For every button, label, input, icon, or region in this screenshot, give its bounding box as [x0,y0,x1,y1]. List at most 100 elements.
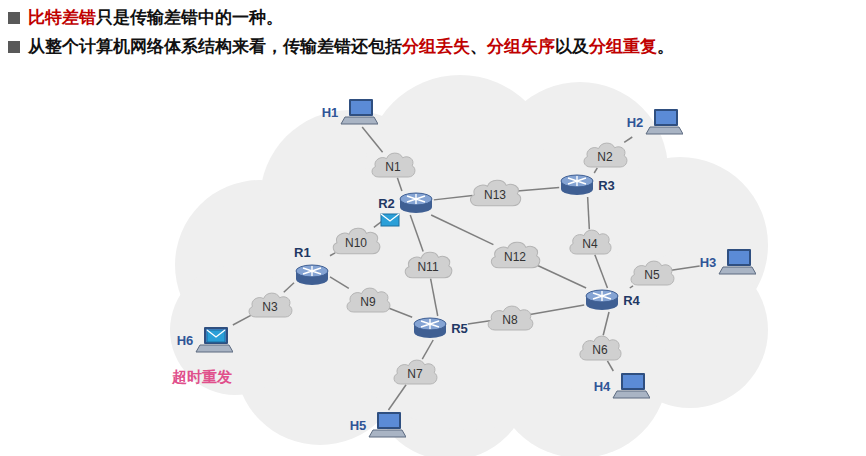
host-label: H3 [700,255,717,270]
host-node: H1 [322,97,379,127]
network-cloud: N10 [330,224,382,258]
link-line [468,321,490,324]
link-line [387,307,412,317]
network-label: N6 [592,340,607,357]
link-line [431,279,438,316]
link-line [362,127,382,152]
bullet-square [8,41,20,53]
link-line [397,178,402,191]
laptop-icon [718,247,756,277]
highlight-term: 分组丢失 [402,35,470,58]
host-label: H4 [594,379,611,394]
body-text: 以及 [555,35,589,58]
link-line [603,312,609,335]
network-cloud: N9 [344,284,392,316]
network-label: N9 [360,292,375,309]
body-text: 只是传输差错中的一种。 [96,6,283,29]
network-label: N5 [644,265,659,282]
router-node: R4 [584,288,640,312]
network-label: N4 [582,234,597,251]
router-label: R2 [378,196,395,211]
link-line [594,168,597,173]
bullet-line: 比特差错只是传输差错中的一种。 [8,6,283,29]
router-icon [294,263,330,287]
router-icon [398,191,434,215]
link-line [330,253,335,256]
network-cloud: N1 [369,149,417,181]
network-label: N10 [345,233,367,250]
laptop-icon [612,371,650,401]
link-line [537,265,587,288]
link-line [630,286,633,288]
router-node: R2 [378,191,434,215]
host-node: H4 [594,371,651,401]
network-label: N1 [385,157,400,174]
host-label: H2 [627,115,644,130]
link-line [410,215,423,251]
laptop-icon [645,107,683,137]
laptop-icon [368,410,406,440]
link-line [330,277,349,288]
host-node: H2 [627,107,684,137]
bullet-square [8,12,20,24]
highlight-term: 分组重复 [589,35,657,58]
link-line [233,315,251,325]
network-label: N2 [597,147,612,164]
laptop-icon [195,325,233,355]
host-node: H6 [177,325,234,355]
network-label: N8 [502,310,517,327]
network-label: N7 [407,364,422,381]
network-cloud: N13 [467,176,523,210]
network-cloud: N7 [391,356,439,388]
packet-envelope [381,214,399,226]
network-cloud: N6 [577,332,623,364]
router-node: R3 [559,173,615,197]
link-line [517,187,559,191]
link-line [671,266,699,270]
router-label: R3 [598,178,615,193]
packet-envelope [207,330,225,342]
host-label: H1 [322,105,339,120]
network-label: N3 [262,297,277,314]
network-label: N12 [504,247,526,264]
highlight-term: 分组失序 [487,35,555,58]
host-label: H5 [350,418,367,433]
router-label: R1 [294,245,311,260]
body-text: 从整个计算机网络体系结构来看，传输差错还包括 [28,35,402,58]
network-cloud: N12 [488,238,542,272]
link-line [388,385,406,410]
network-cloud: N11 [402,248,454,282]
link-line [431,215,493,245]
callout-note: 超时重发 [172,368,232,385]
host-node: H3 [700,247,757,277]
link-line [595,255,608,288]
network-cloud: N3 [246,289,294,321]
router-icon [559,173,595,197]
link-line [530,305,584,315]
highlight-term: 比特差错 [28,6,96,29]
router-label: R4 [623,293,640,308]
link-line [588,197,590,229]
network-label: N11 [417,257,438,274]
network-cloud: N4 [567,226,613,258]
laptop-icon [340,97,378,127]
body-text: 。 [657,35,674,58]
network-cloud: N5 [628,257,676,289]
link-line [422,340,433,359]
link-line [434,196,473,200]
bullet-line: 从整个计算机网络体系结构来看，传输差错还包括分组丢失、分组失序以及分组重复。 [8,35,674,58]
link-line [624,137,632,142]
network-label: N13 [484,185,506,202]
link-line [607,361,613,371]
router-node: R5 [412,316,468,340]
router-icon [584,288,620,312]
callout-note: 超时重发 [172,368,232,387]
network-cloud: N2 [581,139,629,171]
host-node: H5 [350,410,407,440]
host-label: H6 [177,333,194,348]
router-icon [412,316,448,340]
